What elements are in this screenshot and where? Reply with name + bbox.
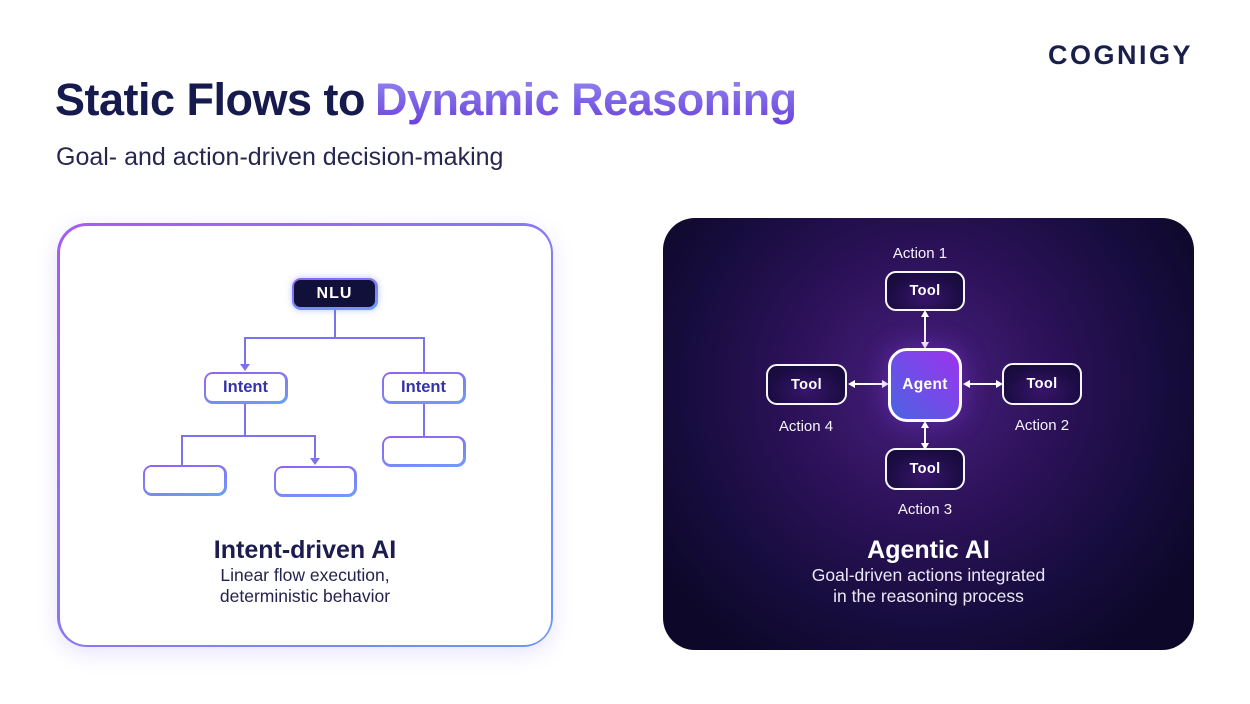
agentic-card-caption-line1: Goal-driven actions integrated	[811, 565, 1046, 585]
arrow-agent-tool-top-icon	[921, 310, 929, 349]
leaf-node-right	[381, 435, 466, 467]
connector-top-horizontal	[243, 336, 425, 339]
agentic-card-caption: Agentic AI Goal-driven actions integrate…	[663, 536, 1194, 607]
connector-intent-left-stem	[243, 403, 246, 436]
intent-card-caption-line2: deterministic behavior	[219, 585, 391, 606]
intent-node-left: Intent	[203, 371, 288, 404]
tool-node-top: Tool	[885, 271, 965, 311]
arrowhead-leaf-middle-icon	[309, 457, 320, 465]
connector-sub-drop-left	[180, 434, 183, 466]
action-1-label: Action 1	[892, 245, 948, 262]
title-accent-part: Dynamic Reasoning	[375, 74, 797, 125]
intent-card-title: Intent-driven AI	[213, 535, 397, 564]
tool-node-top-label: Tool	[909, 283, 941, 299]
connector-nlu-stem	[333, 309, 336, 338]
leaf-node-left	[142, 464, 227, 496]
agentic-ai-card: Action 1 Tool Tool Agent Tool Tool Actio…	[663, 218, 1194, 650]
agent-node: Agent	[888, 348, 962, 422]
leaf-node-left-body	[145, 467, 224, 493]
connector-drop-right	[422, 336, 425, 372]
arrow-agent-tool-bottom-icon	[921, 421, 929, 450]
nlu-node: NLU	[291, 277, 378, 310]
leaf-node-middle	[273, 465, 357, 497]
agentic-card-title: Agentic AI	[867, 536, 990, 564]
intent-driven-card: NLU Intent Intent	[57, 223, 553, 647]
nlu-node-label: NLU	[294, 280, 375, 307]
agent-node-label: Agent	[902, 376, 948, 393]
connector-intent-right-stem	[422, 403, 425, 437]
leaf-node-middle-body	[276, 468, 354, 494]
action-4-label: Action 4	[778, 418, 834, 435]
arrow-agent-tool-right-icon	[963, 380, 1003, 388]
arrowhead-intent-left-icon	[239, 363, 250, 371]
connector-drop-left	[243, 336, 246, 365]
tool-node-bottom: Tool	[885, 448, 965, 490]
tool-node-bottom-label: Tool	[909, 461, 941, 477]
intent-node-right: Intent	[381, 371, 466, 404]
tool-node-left: Tool	[766, 364, 847, 405]
intent-card-caption-line1: Linear flow execution,	[220, 564, 390, 585]
intent-card-caption: Intent-driven AI Linear flow execution, …	[60, 536, 551, 607]
tool-node-right-label: Tool	[1026, 376, 1058, 392]
intent-node-left-label: Intent	[206, 374, 285, 401]
intent-node-right-label: Intent	[384, 374, 463, 401]
arrow-agent-tool-left-icon	[848, 380, 889, 388]
page-subtitle: Goal- and action-driven decision-making	[56, 143, 504, 171]
connector-sub-horizontal	[180, 434, 316, 437]
intent-driven-card-body: NLU Intent Intent	[59, 225, 551, 645]
agentic-card-caption-line2: in the reasoning process	[833, 586, 1024, 606]
leaf-node-right-body	[384, 438, 463, 464]
cognigy-logo: COGNIGY	[1047, 40, 1193, 70]
tool-node-left-label: Tool	[790, 376, 823, 393]
title-static-part: Static Flows to	[55, 74, 366, 125]
action-2-label: Action 2	[1014, 417, 1070, 434]
tool-node-right: Tool	[1002, 363, 1082, 405]
action-3-label: Action 3	[897, 501, 953, 518]
connector-sub-drop-right	[313, 434, 316, 459]
